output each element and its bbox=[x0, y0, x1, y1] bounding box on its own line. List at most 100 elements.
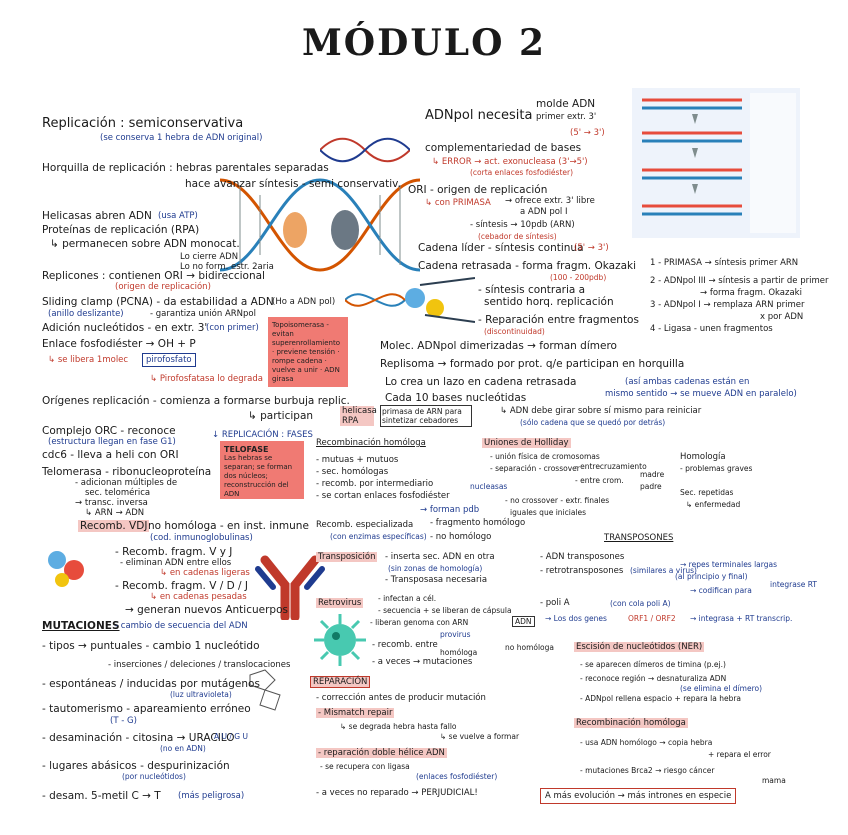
recomb-hom-brca: - mutaciones Brca2 → riesgo cáncer bbox=[580, 766, 715, 775]
escision-dimero: - se aparecen dímeros de timina (p.ej.) bbox=[580, 660, 726, 669]
topoisomerase-note: Topoisomerasa - evitan superenrollamient… bbox=[268, 317, 348, 387]
no-homologa: no homóloga - en inst. inmune bbox=[148, 520, 309, 532]
retrovirus-liberan: - liberan genoma con ARN bbox=[370, 618, 469, 627]
uniones-holliday: Uniones de Holliday bbox=[482, 438, 571, 448]
mutaciones-desam: - desam. 5-metil C → T bbox=[42, 790, 161, 802]
recomb-no-homologo: - no homólogo bbox=[430, 532, 492, 542]
eliminan: - eliminan ADN entre ellos bbox=[120, 558, 232, 568]
doble-helice: - reparación doble hélice ADN bbox=[316, 748, 447, 758]
molecule-icon bbox=[249, 669, 281, 711]
recomb-mutuas: - mutuas + mutuos bbox=[316, 455, 399, 465]
mutaciones-lugares: - lugares abásicos - despurinización bbox=[42, 760, 230, 772]
homologia-recesivos: Sec. repetidas bbox=[680, 488, 734, 497]
repar-correccion: - corrección antes de producir mutación bbox=[316, 693, 486, 703]
transposones: TRANSPOSONES bbox=[604, 533, 674, 543]
retro-cod: → codifican para bbox=[690, 586, 752, 595]
cadena-lider: Cadena líder - síntesis continua bbox=[418, 242, 584, 254]
transposicion: Transposición bbox=[316, 552, 378, 562]
replication-figure bbox=[632, 88, 800, 238]
mutaciones-agu: A U / G U bbox=[214, 732, 248, 741]
enlace: Enlace fosfodiéster → OH + P bbox=[42, 338, 196, 350]
ori-primasa-2: → ofrece extr. 3' libre bbox=[505, 196, 595, 206]
retrovirus: Retrovirus bbox=[316, 598, 364, 608]
recomb-union: - unión física de cromosomas bbox=[490, 452, 600, 461]
recomb-homologa: Recombinación homóloga bbox=[316, 438, 426, 448]
pirofosfato-b: ↳ Pirofosfatasa lo degrada bbox=[150, 374, 263, 384]
mutaciones-no-adn: (no en ADN) bbox=[160, 744, 206, 753]
step-4: 4 - Ligasa - unen fragmentos bbox=[650, 324, 773, 334]
dna-helix-icon bbox=[220, 178, 420, 272]
escision-reconoce: - reconoce región → desnaturaliza ADN bbox=[580, 674, 727, 683]
horquilla: Horquilla de replicación : hebras parent… bbox=[42, 162, 329, 174]
homologia: Homología bbox=[680, 452, 726, 462]
repar-aveces: - a veces → mutaciones bbox=[372, 657, 473, 667]
fases-note-text: Las hebras se separan; se forman dos núc… bbox=[224, 454, 293, 498]
pirofosfato: pirofosfato bbox=[142, 353, 196, 367]
error: ↳ ERROR → act. exonucleasa (3'→5') bbox=[432, 157, 588, 167]
telomerasa-5: ↳ ARN → ADN bbox=[85, 508, 145, 518]
helicasas-note: (usa ATP) bbox=[158, 211, 198, 221]
pirofosfato-a: ↳ se libera 1molec bbox=[48, 355, 129, 365]
girar-note: (sólo cadena que se quedó por detrás) bbox=[520, 418, 666, 427]
step-3b: x por ADN bbox=[760, 312, 804, 322]
primasa-note: primasa de ARN para sintetizar cebadores bbox=[380, 405, 472, 427]
sliding-note: (Ho a ADN pol) bbox=[272, 297, 336, 307]
protein-icon bbox=[48, 551, 84, 587]
reparacion-fragm: - Reparación entre fragmentos bbox=[478, 314, 639, 326]
complejo-2: (estructura llegan en fase G1) bbox=[48, 437, 176, 447]
doble-perjudicial: - a veces no reparado → PERJUDICIAL! bbox=[316, 788, 478, 798]
homologia-graves: - problemas graves bbox=[680, 464, 753, 473]
recomb-vdj: Recomb. VDJ bbox=[78, 520, 150, 532]
cadena-retrasada: Cadena retrasada - forma fragm. Okazaki bbox=[418, 260, 637, 272]
sliding-clamp-3: - garantiza unión ARNpol bbox=[150, 309, 256, 319]
molec-dimer: Molec. ADNpol dimerizadas → forman dímer… bbox=[380, 340, 617, 352]
recomb-forman: → forman pdb bbox=[420, 505, 480, 515]
fases-note-title: TELOFASE bbox=[224, 445, 269, 454]
mismatch-degrada: ↳ se degrada hebra hasta fallo bbox=[340, 722, 457, 731]
mutaciones-peligrosa: (más peligrosa) bbox=[178, 791, 245, 801]
generan: → generan nuevos Anticuerpos bbox=[125, 604, 288, 616]
adn-transposones: - ADN transposones bbox=[540, 552, 625, 562]
recomb-separacion: - separación - crossover bbox=[490, 464, 580, 473]
replisoma: Replisoma → formado por prot. q/e partic… bbox=[380, 358, 685, 370]
mismatch-vuelve: ↳ se vuelve a formar bbox=[440, 732, 520, 741]
retrasada-note: (100 - 200pdb) bbox=[550, 273, 607, 282]
transp-inserta: - inserta sec. ADN en otra bbox=[385, 552, 495, 562]
ori-primasa: ↳ con PRIMASA bbox=[425, 198, 491, 208]
telomerasa-3: sec. telomérica bbox=[85, 488, 151, 498]
cadena-lider-dir: (5' → 3') bbox=[574, 243, 609, 253]
mutaciones-desaminacion: - desaminación - citosina → URACILO bbox=[42, 732, 235, 744]
recomb-nucleasas: nucleasas bbox=[470, 482, 508, 491]
cod-inmuno: (cod. inmunoglobulinas) bbox=[150, 533, 253, 543]
escision-title: Escisión de nucleótidos (NER) bbox=[574, 642, 705, 652]
mutaciones-tg: (T - G) bbox=[110, 716, 137, 726]
transp-transposasa: - Transposasa necesaria bbox=[385, 575, 488, 585]
escision-adnpol: - ADNpol rellena espacio + repara la heb… bbox=[580, 694, 742, 703]
adnpol-dir: (5' → 3') bbox=[570, 128, 605, 138]
recomb-crossover: - no crossover - extr. finales bbox=[505, 496, 610, 505]
recomb-entre: - recomb. entre bbox=[372, 640, 438, 650]
mutaciones-title: MUTACIONES bbox=[42, 620, 120, 632]
retro-principio: (al principio y final) bbox=[675, 572, 748, 581]
mutaciones-por: (por nucleótidos) bbox=[122, 772, 186, 781]
mutaciones-luz: (luz ultravioleta) bbox=[170, 690, 232, 699]
homologia-enfermedad: ↳ enfermedad bbox=[686, 500, 741, 509]
step-2: 2 - ADNpol III → síntesis a partir de pr… bbox=[650, 276, 829, 286]
replication-heading: Replicación : semiconservativa bbox=[42, 116, 244, 131]
cierre: Lo cierre ADN bbox=[180, 252, 239, 262]
fases-label: ↓ REPLICACIÓN : FASES bbox=[212, 430, 313, 440]
repar-homologa: homóloga bbox=[440, 648, 478, 657]
virus-icon bbox=[314, 614, 366, 666]
replication-sub: (se conserva 1 hebra de ADN original) bbox=[100, 133, 263, 143]
reparacion-label: REPARACIÓN bbox=[310, 676, 371, 688]
retro-repes: → repes terminales largas bbox=[680, 560, 777, 569]
proteinas: Proteínas de replicación (RPA) bbox=[42, 224, 200, 236]
mutaciones-inserciones: - inserciones / deleciones / translocaci… bbox=[108, 660, 291, 670]
recomb-fragmento: - fragmento homólogo bbox=[430, 518, 526, 528]
recomb-padre: padre bbox=[640, 482, 662, 491]
origenes: Orígenes replicación - comienza a formar… bbox=[42, 395, 350, 407]
recomb-hom-title: Recombinación homóloga bbox=[574, 718, 688, 728]
poli-a: - poli A bbox=[540, 598, 570, 608]
recomb-iguales: iguales que iniciales bbox=[510, 508, 587, 517]
lazo-note: (así ambas cadenas están en bbox=[625, 377, 750, 387]
